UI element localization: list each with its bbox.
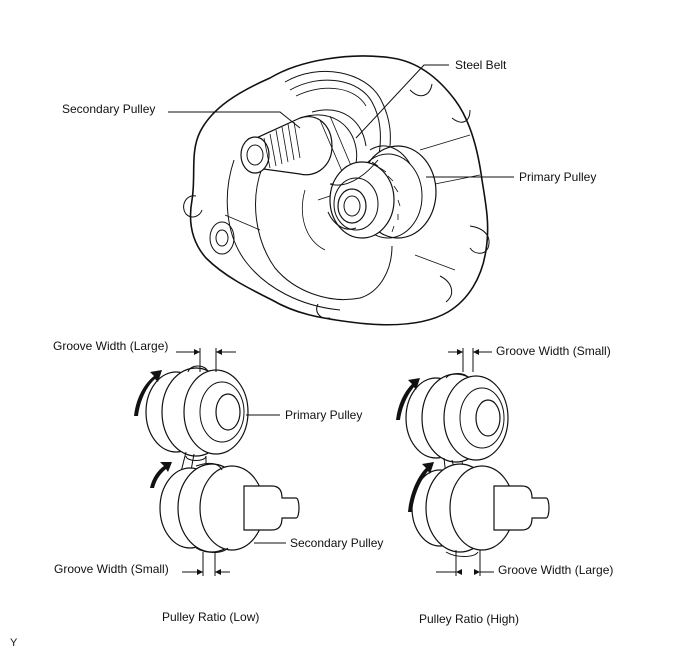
high-ratio-callouts: Groove Width (Small) Groove Width (Large… (419, 344, 613, 626)
high-ratio-caption: Pulley Ratio (High) (419, 612, 519, 626)
low-ratio-callouts: Groove Width (Large) Primary Pulley Seco… (53, 339, 383, 624)
high-groove-top-label: Groove Width (Small) (496, 344, 611, 358)
low-primary-pulley-label: Primary Pulley (285, 408, 362, 422)
corner-mark: Y (10, 637, 18, 649)
secondary-gear-teeth (263, 121, 301, 169)
steel-belt-label: Steel Belt (455, 58, 507, 72)
high-ratio-illustration (396, 373, 550, 557)
secondary-pulley-label: Secondary Pulley (62, 102, 155, 116)
low-ratio-caption: Pulley Ratio (Low) (162, 610, 259, 624)
low-groove-top-label: Groove Width (Large) (53, 339, 168, 353)
low-ratio-illustration (134, 365, 300, 553)
transaxle-illustration (183, 55, 490, 326)
high-groove-bottom-label: Groove Width (Large) (498, 563, 613, 577)
top-callouts: Steel Belt Secondary Pulley Primary Pull… (62, 58, 596, 184)
steel-belt-leader (355, 64, 449, 139)
secondary-pulley-leader (168, 111, 301, 129)
primary-pulley-label: Primary Pulley (519, 170, 596, 184)
low-groove-bottom-label: Groove Width (Small) (54, 562, 169, 576)
low-secondary-pulley-label: Secondary Pulley (290, 536, 383, 550)
